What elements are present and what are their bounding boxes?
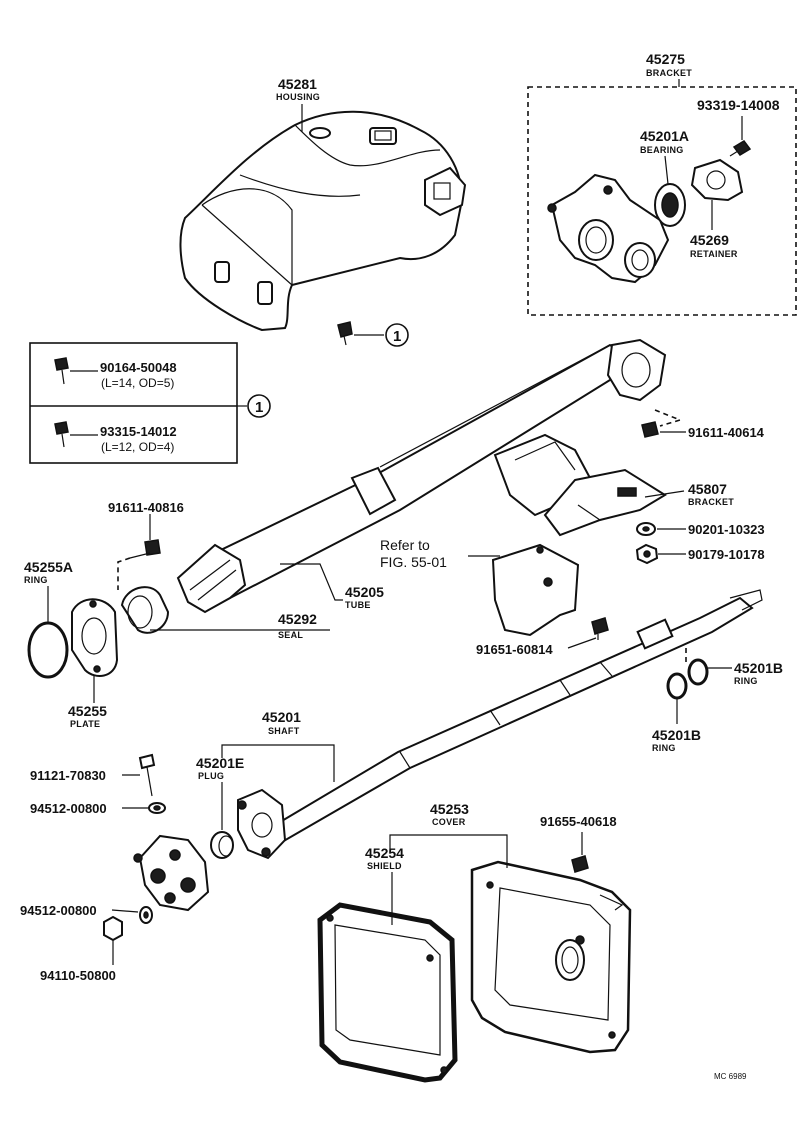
shaft-number: 45201 xyxy=(262,709,301,725)
retainer-number: 45269 xyxy=(690,232,729,248)
plug-number: 45201E xyxy=(196,755,244,771)
plug-name: PLUG xyxy=(198,771,224,781)
ring-45201b-lower-name: RING xyxy=(652,743,676,753)
plate-number: 45255 xyxy=(68,703,107,719)
flex-coupling-part xyxy=(133,834,210,912)
cover-number: 45253 xyxy=(430,801,469,817)
legend-one-label: 1 xyxy=(255,399,263,416)
seal-number: 45292 xyxy=(278,611,317,627)
bearing-number: 45201A xyxy=(640,128,689,144)
bracket-45807-part: 45807 BRACKET xyxy=(543,468,734,537)
bracket-asm-number: 45275 xyxy=(646,51,685,67)
ring-45255a-number: 45255A xyxy=(24,559,73,575)
bolt-91611-40614-number: 91611-40614 xyxy=(688,425,765,440)
housing-number: 45281 xyxy=(278,76,317,92)
drawing-code: MC 6989 xyxy=(714,1072,747,1081)
screw-b-number: 93315-14012 xyxy=(100,424,177,439)
shield-number: 45254 xyxy=(365,845,404,861)
shield-part: 45254 SHIELD xyxy=(317,845,458,1083)
bracket-45807-name: BRACKET xyxy=(688,497,734,507)
shaft-part xyxy=(268,589,763,844)
washer-94512-bottom-part: 94512-00800 xyxy=(20,903,153,924)
shaft-label: 45201 SHAFT xyxy=(221,709,335,782)
callout-one-label: 1 xyxy=(393,328,401,345)
bolt-91651-number: 91651-60814 xyxy=(476,642,553,657)
plate-name: PLATE xyxy=(70,719,100,729)
bolt-91121-part: 91121-70830 xyxy=(30,753,156,797)
cover-name: COVER xyxy=(432,817,466,827)
ring-45201b-upper-part: 45201B RING xyxy=(685,648,783,686)
bracket-45807-number: 45807 xyxy=(688,481,727,497)
plug-45201e-part: 45201E PLUG xyxy=(196,755,244,859)
bolt-91611-40614-part: 91611-40614 xyxy=(641,409,765,440)
washer-94512-top-number: 94512-00800 xyxy=(30,801,107,816)
retainer-part: 45269 RETAINER xyxy=(690,158,744,259)
cover-label: 45253 COVER xyxy=(389,801,508,868)
tube-part xyxy=(176,338,667,614)
tube-number: 45205 xyxy=(345,584,384,600)
bolt-91611-40816-number: 91611-40816 xyxy=(108,500,184,515)
shaft-name: SHAFT xyxy=(268,726,300,736)
housing-screw: 1 xyxy=(337,321,409,347)
bolt-91651-part: 91651-60814 xyxy=(476,617,609,657)
bearing-name: BEARING xyxy=(640,145,684,155)
washer-90201-part: 90201-10323 xyxy=(636,522,765,537)
refer-line2: FIG. 55-01 xyxy=(380,554,447,570)
bolt-93319-number: 93319-14008 xyxy=(697,97,780,113)
bolt-91611-40816-part: 91611-40816 xyxy=(108,500,184,590)
screw-a-spec: (L=14, OD=5) xyxy=(101,376,174,390)
washer-90201-number: 90201-10323 xyxy=(688,522,765,537)
bolt-91121-number: 91121-70830 xyxy=(30,768,106,783)
ring-45201b-lower-number: 45201B xyxy=(652,727,701,743)
seal-name: SEAL xyxy=(278,630,303,640)
ring-45201b-upper-number: 45201B xyxy=(734,660,783,676)
tube-name: TUBE xyxy=(345,600,371,610)
yoke-part xyxy=(237,788,287,860)
plate-45255-part: 45255 PLATE xyxy=(68,598,119,729)
screw-b-spec: (L=12, OD=4) xyxy=(101,440,174,454)
tube-label: 45205 TUBE xyxy=(280,563,384,610)
nut-90179-number: 90179-10178 xyxy=(688,547,765,562)
shield-name: SHIELD xyxy=(367,861,402,871)
bracket-assembly-box: 45275 BRACKET xyxy=(527,51,797,316)
bolt-93319-part: 93319-14008 xyxy=(697,97,780,157)
screw-legend-box: 1 90164-50048 (L=14, OD=5) 93315-14012 (… xyxy=(29,342,271,464)
screw-a-number: 90164-50048 xyxy=(100,360,177,375)
bracket-asm-name: BRACKET xyxy=(646,68,692,78)
housing-name: HOUSING xyxy=(276,92,320,102)
nut-94110-part: 94110-50800 xyxy=(40,915,123,983)
ring-45201b-lower-part: 45201B RING xyxy=(652,672,701,753)
ring-45255a-part: 45255A RING xyxy=(24,559,73,679)
washer-94512-bottom-number: 94512-00800 xyxy=(20,903,97,918)
ring-45201b-upper-name: RING xyxy=(734,676,758,686)
washer-94512-top-part: 94512-00800 xyxy=(30,801,166,816)
cover-part xyxy=(470,860,632,1054)
refer-line1: Refer to xyxy=(380,537,430,553)
bolt-91655-part: 91655-40618 xyxy=(540,814,617,873)
bracket-casting xyxy=(547,173,670,284)
bolt-91655-number: 91655-40618 xyxy=(540,814,617,829)
ring-45255a-name: RING xyxy=(24,575,48,585)
retainer-name: RETAINER xyxy=(690,249,738,259)
nut-90179-part: 90179-10178 xyxy=(635,543,765,565)
refer-bracket-part: Refer to FIG. 55-01 xyxy=(380,537,580,637)
seal-45292-part: 45292 SEAL xyxy=(120,586,330,640)
nut-94110-number: 94110-50800 xyxy=(40,968,116,983)
housing-part xyxy=(179,110,467,332)
housing-label: 45281 HOUSING xyxy=(276,76,320,132)
bearing-part: 45201A BEARING xyxy=(640,128,689,227)
